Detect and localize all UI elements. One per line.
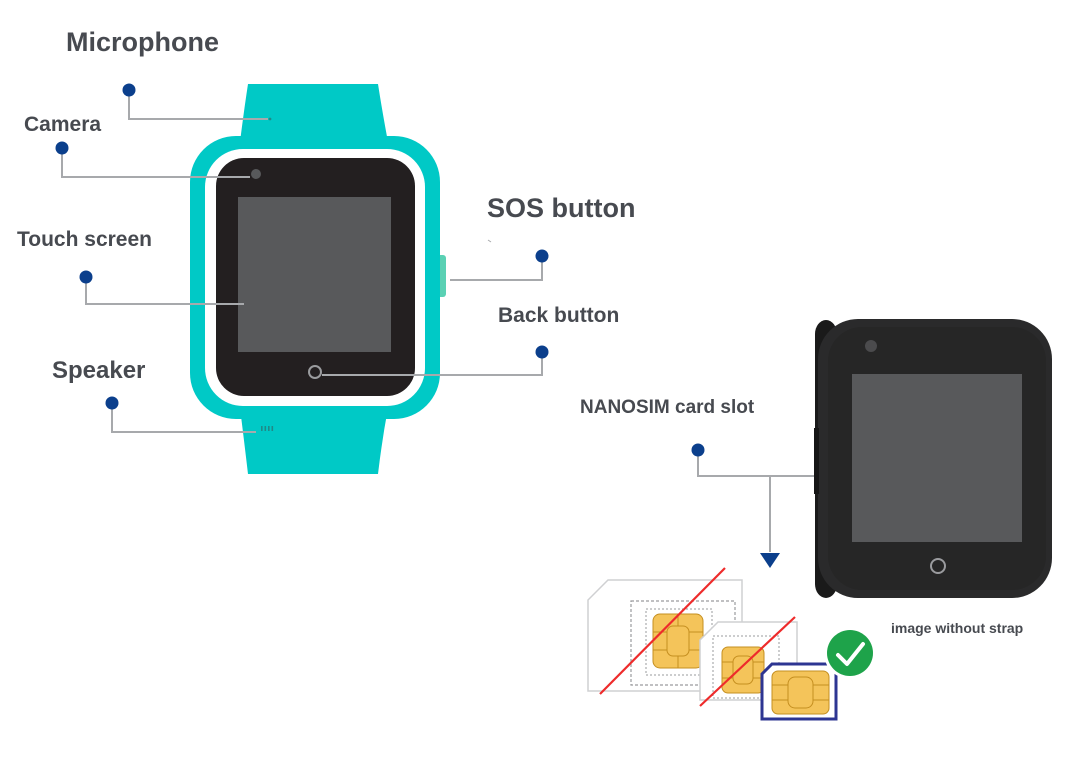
home-button-icon [308,365,322,379]
microphone-leader-line [128,90,268,120]
sim-card-nano [760,662,838,721]
strap-bottom [240,408,388,474]
strapless-home-button-icon [930,558,946,574]
sos-button-dot-icon [535,249,549,263]
microphone-dot-icon [122,83,136,97]
strapless-screen [852,374,1022,542]
image-without-strap-caption: image without strap [891,620,1024,636]
strapless-camera-icon [865,340,877,352]
speaker-dot-icon [105,396,119,410]
touch-screen-leader-line [85,277,244,305]
red-cross-lines [599,567,796,707]
nano-cut-outline [645,608,713,676]
back-button-label: Back button [498,304,620,327]
camera-label: Camera [24,113,102,136]
tick-mark [487,239,492,243]
touch-screen-dot-icon [79,270,93,284]
camera-dot-icon [55,141,69,155]
nanosim-leader-line [697,450,818,477]
sim-slot-notch [814,428,819,494]
smartwatch-front [190,84,446,474]
arrow-down-icon [760,553,780,568]
touch-screen-label: Touch screen [17,228,152,251]
microphone-label: Microphone [66,27,219,57]
back-button-leader-line [322,352,543,376]
camera-lens-icon [251,169,261,179]
back-button-dot-icon [535,345,549,359]
speaker-grille-icon [261,426,274,431]
check-mark-icon [824,627,876,679]
nano-sim-chip [771,670,830,715]
strap-top [240,84,388,142]
sos-button-label: SOS button [487,193,636,223]
speaker-label: Speaker [52,357,146,384]
microphone-hole-icon [268,117,272,121]
micro-sim-chip [721,646,765,694]
nanosim-slot-label: NANOSIM card slot [580,397,755,418]
touch-screen-display [238,197,391,352]
watch-without-strap [814,319,1052,598]
speaker-leader-line [111,403,256,433]
sos-button-leader-line [450,256,543,281]
camera-leader-line [61,148,250,178]
nanosim-dot-icon [691,443,705,457]
